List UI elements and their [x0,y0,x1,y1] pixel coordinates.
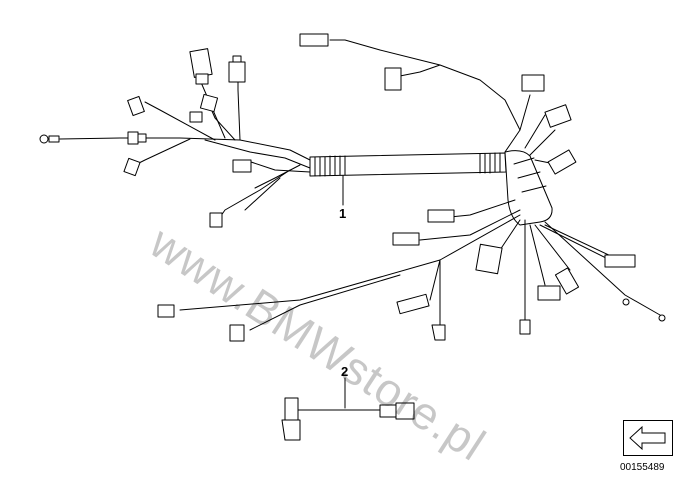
lower-connectors [157,209,666,342]
junction-block [504,150,553,226]
nav-arrow-box[interactable] [623,420,673,456]
part-2-cable [281,377,415,441]
left-branches [59,67,311,221]
top-connectors [299,33,577,175]
callout-2: 2 [341,364,349,379]
top-branches [329,39,561,166]
main-harness-sleeve [309,152,507,177]
callout-1: 1 [339,206,347,221]
reference-code: 00155489 [620,462,665,473]
left-connectors [39,48,252,228]
left-arrow-icon [629,425,666,451]
